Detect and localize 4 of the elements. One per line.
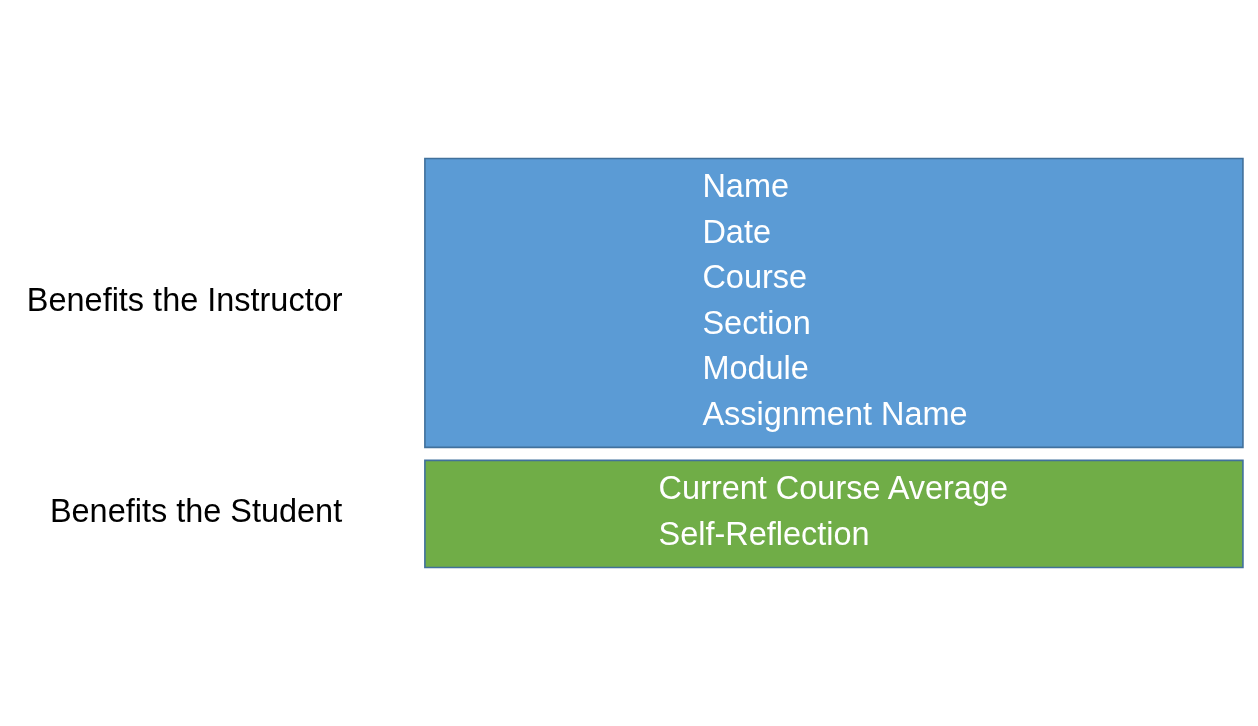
node-label: Benefits the Student: [49, 493, 343, 530]
node-box: Current Course Average Self-Reflection: [424, 459, 1244, 569]
node-box: Name Date Course Section Module Assignment Name: [424, 157, 1244, 449]
node-label: Benefits the Instructor: [26, 282, 343, 319]
